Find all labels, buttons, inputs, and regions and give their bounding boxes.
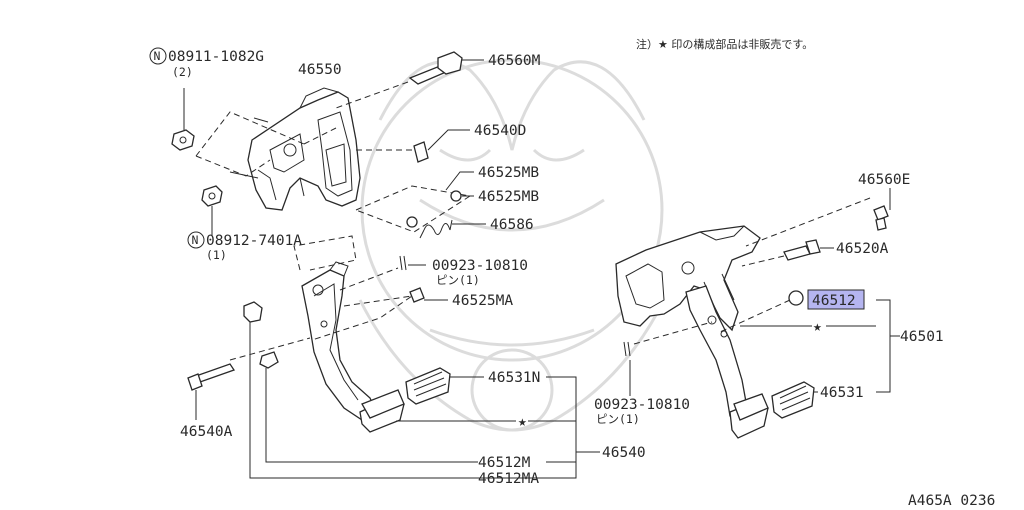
star-left: ★	[518, 414, 527, 430]
bracket-46550	[247, 87, 361, 211]
bolt-46540A	[187, 363, 236, 391]
label-46531: 46531	[820, 385, 864, 401]
label-46586: 46586	[490, 217, 534, 233]
note-text: 注）★ 印の構成部品は非販売です。	[636, 37, 813, 51]
pedal-arm-left	[301, 261, 377, 421]
pedal-pad-left	[359, 389, 405, 433]
label-00923-left: 00923-10810	[432, 258, 528, 274]
highlight-46512	[807, 289, 865, 310]
spring-46586	[419, 219, 453, 239]
bolt-46520A	[783, 239, 821, 261]
label-46550: 46550	[298, 62, 342, 78]
label-46525MA: 46525MA	[452, 293, 513, 309]
pin-00923-right	[623, 341, 631, 357]
label-46540A: 46540A	[180, 424, 233, 440]
label-46512: 46512	[812, 293, 856, 309]
label-00923-right-sub: ピン(1)	[596, 412, 640, 426]
watermark-emblem	[358, 58, 666, 432]
bolt-46560E	[873, 205, 889, 231]
label-46512M: 46512M	[478, 455, 531, 471]
svg-text:N: N	[192, 233, 199, 247]
figure-code: A465A 0236	[908, 493, 995, 509]
label-46540D: 46540D	[474, 123, 526, 139]
n-marker-08911: N	[149, 47, 167, 65]
label-00923-right: 00923-10810	[594, 397, 690, 413]
label-08912-qty: (1)	[206, 248, 227, 262]
n-marker-08912: N	[187, 231, 205, 249]
label-46531N: 46531N	[488, 370, 540, 386]
pin-00923-left	[399, 255, 407, 271]
label-46501: 46501	[900, 329, 944, 345]
label-46560M: 46560M	[488, 53, 541, 69]
label-46540: 46540	[602, 445, 646, 461]
bushing-46512M	[243, 301, 263, 323]
label-08912: 08912-7401A	[206, 233, 302, 249]
label-46560E: 46560E	[858, 172, 910, 188]
svg-text:N: N	[154, 49, 161, 63]
label-08911-qty: (2)	[172, 65, 193, 79]
pad-46531	[771, 381, 815, 419]
label-46512MA: 46512MA	[478, 471, 539, 487]
label-46525MB-2: 46525MB	[478, 189, 539, 205]
label-46525MB-1: 46525MB	[478, 165, 539, 181]
bushing-46512	[788, 290, 804, 306]
bolt-46540D	[413, 141, 429, 163]
pad-46531N	[405, 367, 451, 405]
clip-46525MA	[409, 287, 425, 303]
nut-08912	[201, 185, 223, 207]
bushing-46525MB	[406, 190, 462, 228]
nut-08911	[171, 129, 195, 151]
star-right: ★	[813, 319, 822, 335]
bolt-46560M	[408, 51, 463, 85]
pedal-pad-right	[729, 393, 769, 439]
label-08911: 08911-1082G	[168, 49, 264, 65]
label-00923-left-sub: ピン(1)	[436, 273, 480, 287]
bracket-46501	[615, 225, 761, 332]
bushing-46512MA	[259, 351, 279, 369]
label-46520A: 46520A	[836, 241, 889, 257]
